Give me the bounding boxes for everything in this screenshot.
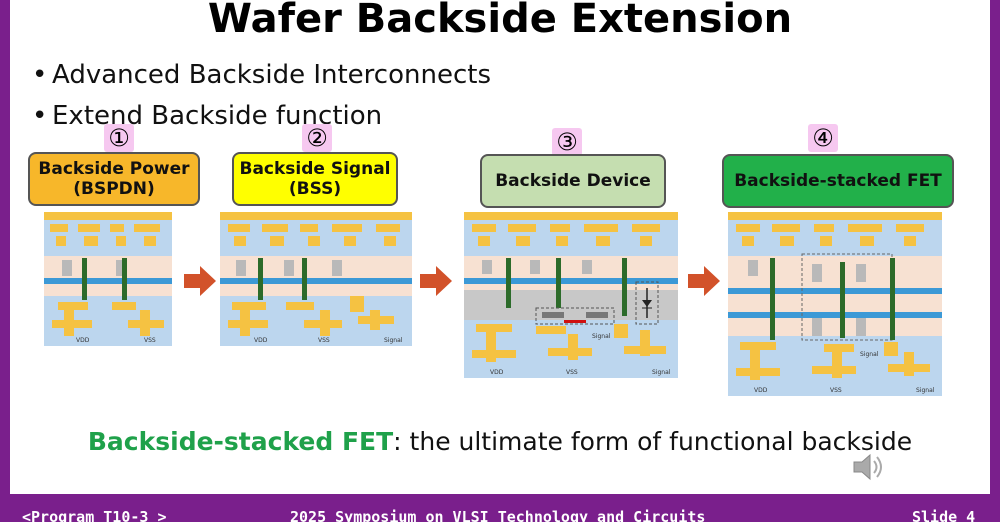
panel-1-number: ① bbox=[104, 124, 134, 152]
bullet-text: Advanced Backside Interconnects bbox=[52, 60, 491, 90]
footer-program: <Program T10-3 > bbox=[22, 508, 167, 526]
panel-3-vdd-label: VDD bbox=[490, 369, 504, 376]
panel-3-inner-signal-label: Signal bbox=[592, 333, 611, 340]
panel-2-label-line1: Backside Signal bbox=[239, 158, 391, 179]
slide-caption: Backside-stacked FET: the ultimate form … bbox=[0, 427, 1000, 456]
panel-4-label-line1: Backside-stacked FET bbox=[734, 170, 942, 191]
panel-2-diagram: VDD VSS Signal bbox=[220, 212, 412, 346]
panel-1-label: Backside Power (BSPDN) bbox=[28, 152, 200, 206]
panel-2-vss-label: VSS bbox=[318, 337, 330, 344]
slide-footer: <Program T10-3 > 2025 Symposium on VLSI … bbox=[0, 494, 1000, 526]
panel-4-signal-label: Signal bbox=[916, 387, 935, 394]
panel-4-number: ④ bbox=[808, 124, 838, 152]
panel-1-vdd-label: VDD bbox=[76, 337, 90, 344]
speaker-icon[interactable] bbox=[852, 452, 886, 482]
panel-4-inner-signal-label: Signal bbox=[860, 351, 879, 358]
panel-3-label-line1: Backside Device bbox=[495, 170, 651, 191]
panel-4-diagram: Signal VDD VSS Signal bbox=[728, 212, 942, 396]
panel-3-diagram: Signal VDD VSS Signal bbox=[464, 212, 678, 378]
bullet-marker: • bbox=[32, 101, 48, 131]
right-arrow-icon bbox=[420, 266, 452, 296]
bullet-marker: • bbox=[32, 60, 48, 90]
panel-2-number: ② bbox=[302, 124, 332, 152]
panel-4-label: Backside-stacked FET bbox=[722, 154, 954, 208]
footer-conference: 2025 Symposium on VLSI Technology and Ci… bbox=[290, 508, 706, 526]
panel-1-vss-label: VSS bbox=[144, 337, 156, 344]
panel-4-vdd-label: VDD bbox=[754, 387, 768, 394]
panel-4-vss-label: VSS bbox=[830, 387, 842, 394]
footer-slide-number: Slide 4 bbox=[912, 508, 976, 526]
panel-1-label-line2: (BSPDN) bbox=[73, 179, 155, 199]
panel-3-signal-label: Signal bbox=[652, 369, 671, 376]
caption-text: : the ultimate form of functional backsi… bbox=[393, 427, 913, 456]
panel-2-vdd-label: VDD bbox=[254, 337, 268, 344]
panel-3-label: Backside Device bbox=[480, 154, 666, 208]
panel-3-vss-label: VSS bbox=[566, 369, 578, 376]
slide-frame-left bbox=[0, 0, 10, 494]
bullet-item-1: •Advanced Backside Interconnects bbox=[32, 60, 491, 90]
panel-1-diagram: VDD VSS bbox=[44, 212, 172, 346]
caption-highlight: Backside-stacked FET bbox=[87, 427, 394, 456]
bullet-text: Extend Backside function bbox=[52, 101, 383, 131]
panel-1-label-line1: Backside Power bbox=[38, 158, 190, 179]
panel-2-label-line2: (BSS) bbox=[288, 179, 342, 199]
panel-3-number: ③ bbox=[552, 128, 582, 156]
panel-2-signal-label: Signal bbox=[384, 337, 403, 344]
right-arrow-icon bbox=[184, 266, 216, 296]
slide-frame-right bbox=[990, 0, 1000, 494]
right-arrow-icon bbox=[688, 266, 720, 296]
slide-title: Wafer Backside Extension bbox=[207, 0, 793, 42]
panel-2-label: Backside Signal (BSS) bbox=[232, 152, 398, 206]
